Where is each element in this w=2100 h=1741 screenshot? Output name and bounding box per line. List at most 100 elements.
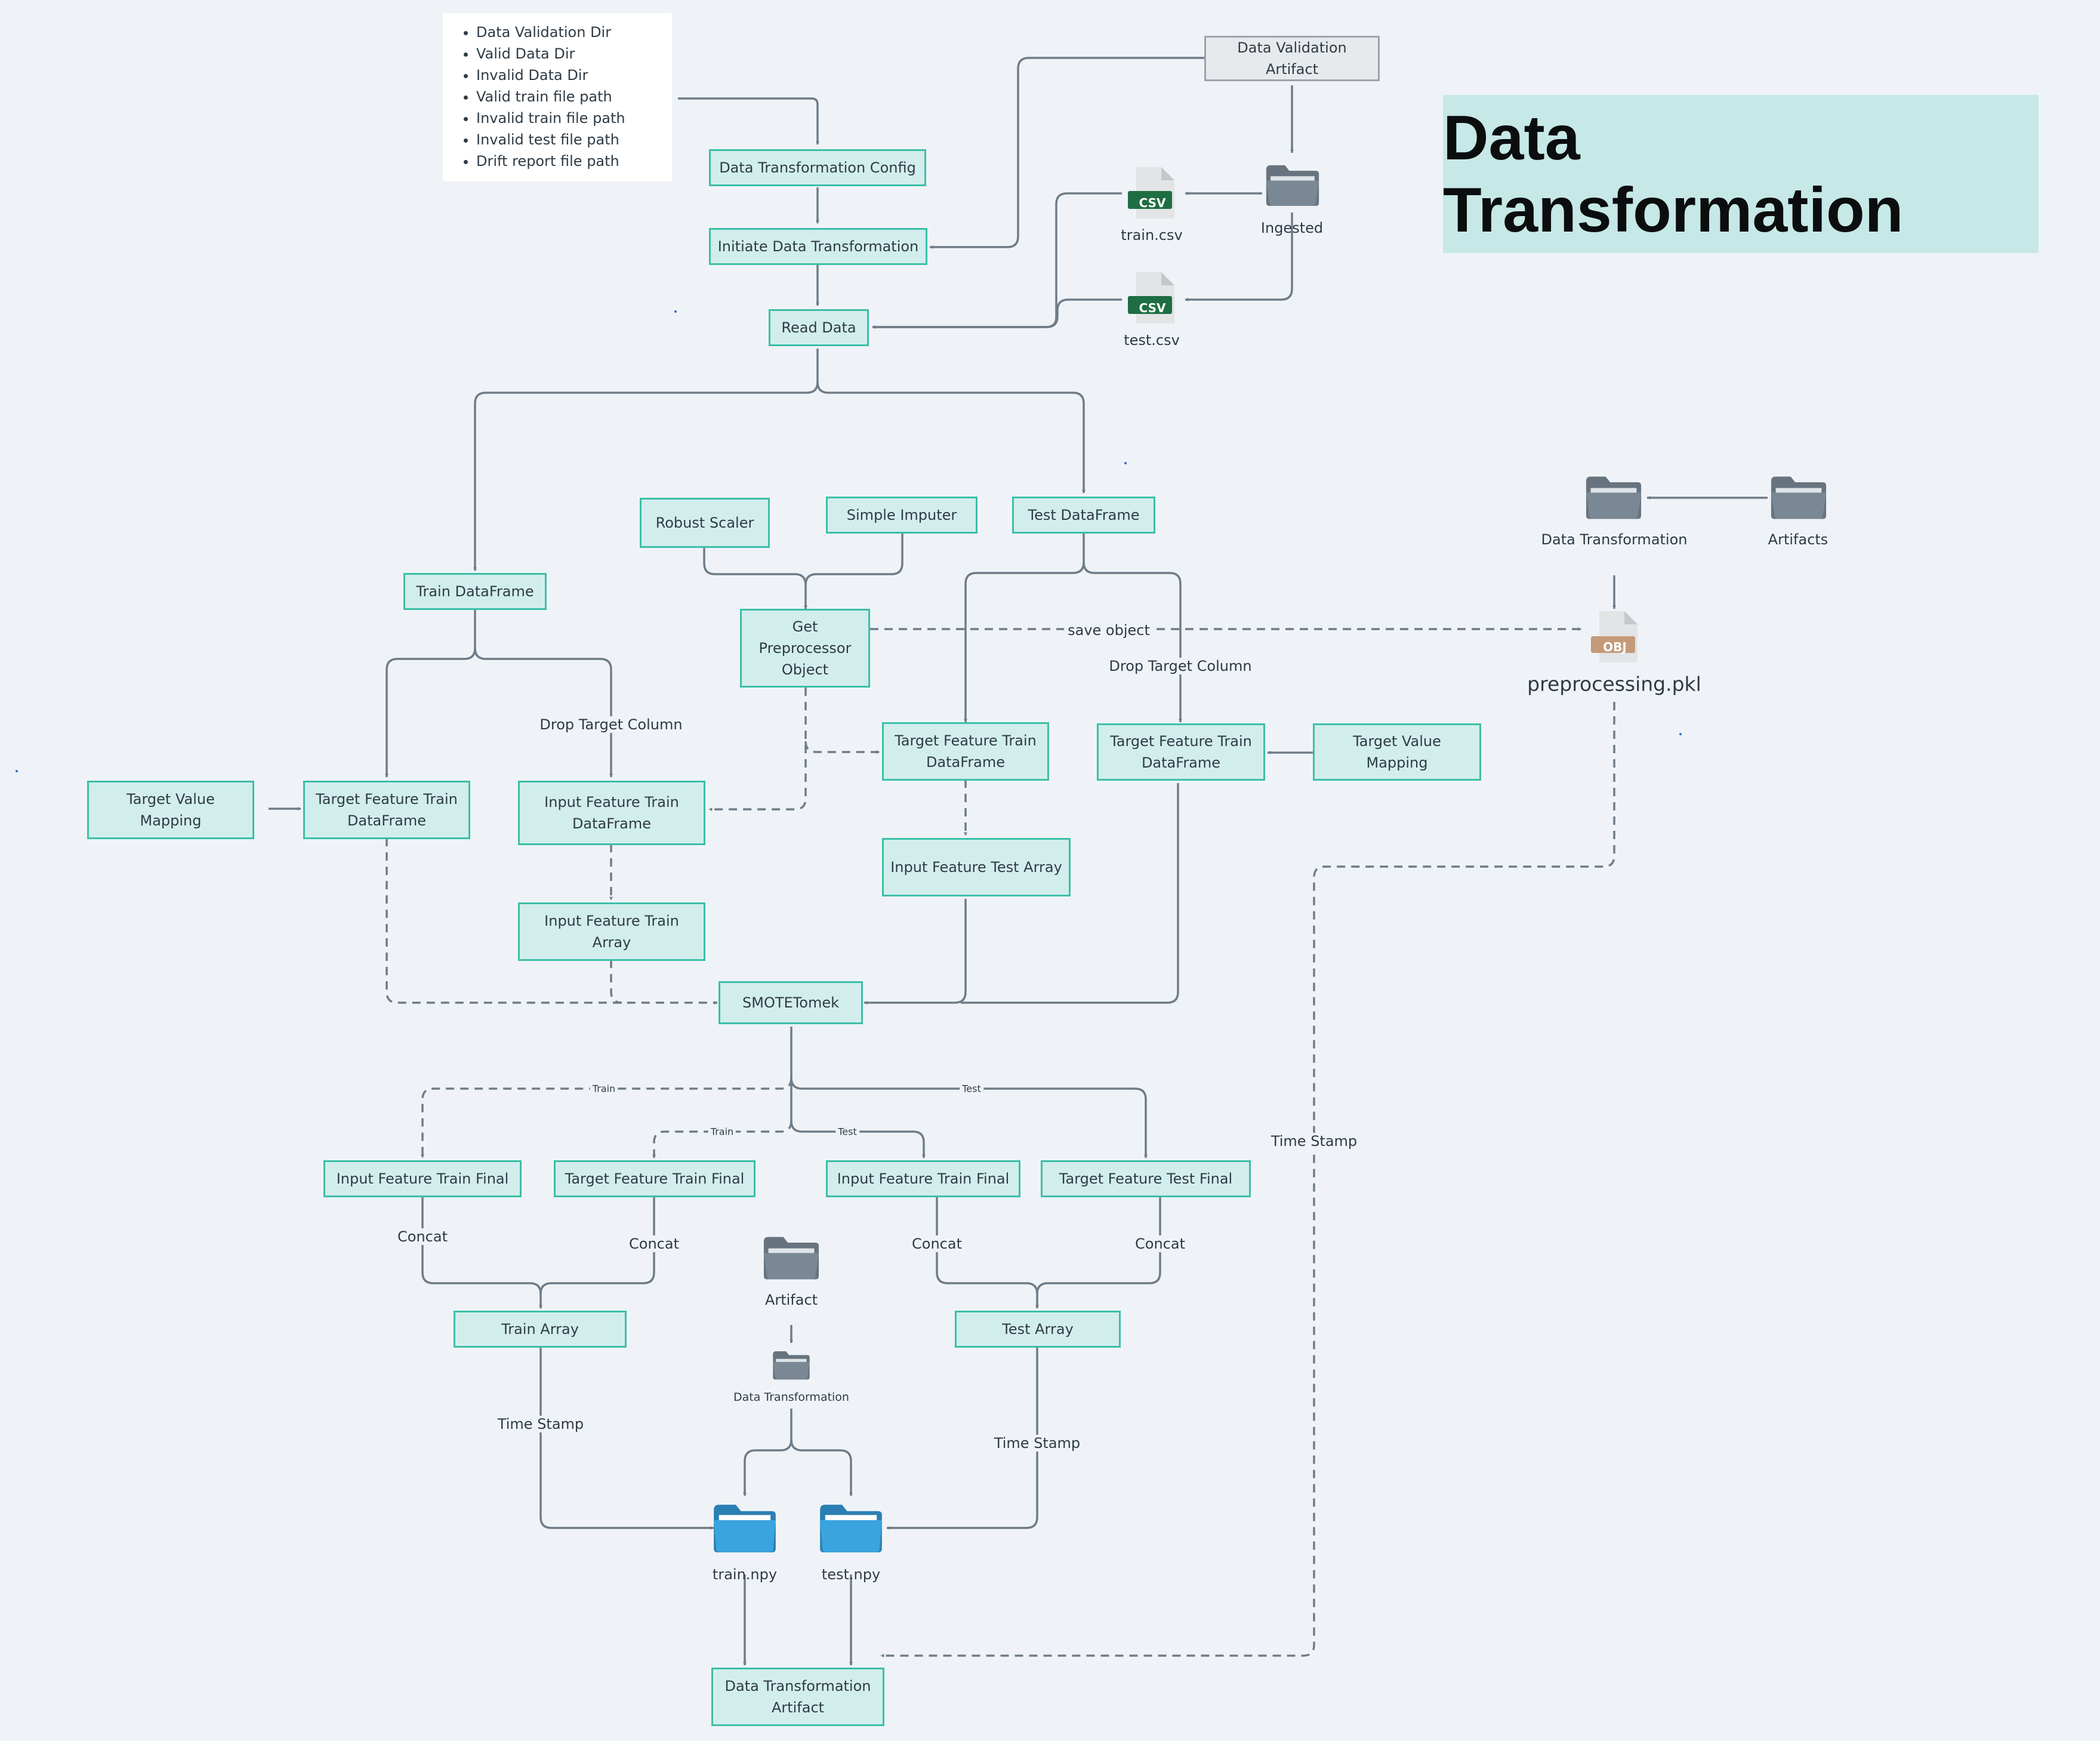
edge-input-train-array-to-smote xyxy=(610,960,622,1004)
config-list-item: Invalid Data Dir xyxy=(476,64,672,86)
data-transformation-folder-label: Data Transformation xyxy=(1541,531,1688,548)
test-csv-label: test.csv xyxy=(1124,332,1180,349)
edge-preprocessor-to-target-mid xyxy=(804,741,880,754)
data-transformation-folder-icon xyxy=(1585,472,1642,523)
node-data-validation-artifact[interactable]: Data Validation Artifact xyxy=(1204,36,1380,81)
node-train-array[interactable]: Train Array xyxy=(454,1311,627,1348)
edge-test-df-to-target-right xyxy=(1083,562,1182,723)
config-parameter-list: Data Validation DirValid Data DirInvalid… xyxy=(443,13,672,181)
obj-file-icon xyxy=(1591,610,1645,664)
artifacts-folder-label: Artifacts xyxy=(1768,531,1828,548)
data-transformation-small-folder-icon xyxy=(772,1348,810,1382)
edge-label-train-2: Train xyxy=(708,1126,736,1138)
node-initiate-data-transformation[interactable]: Initiate Data Transformation xyxy=(709,228,927,265)
edge-label-concat-4: Concat xyxy=(1131,1235,1189,1252)
edge-train-df-to-target-left xyxy=(385,609,476,778)
edge-smote-to-target-test-final xyxy=(790,1077,1148,1158)
edge-test-array-to-test-npy xyxy=(886,1348,1038,1530)
edge-target-right-to-smote xyxy=(961,783,1179,1004)
node-data-transformation-artifact[interactable]: Data Transformation Artifact xyxy=(711,1668,884,1726)
node-input-feature-train-array[interactable]: Input Feature Train Array xyxy=(518,902,705,961)
obj-badge: OBJ xyxy=(1603,640,1627,654)
artifact-folder-label: Artifact xyxy=(764,1292,818,1308)
test-npy-folder-icon xyxy=(819,1498,883,1558)
node-target-feature-test-final[interactable]: Target Feature Test Final xyxy=(1041,1160,1251,1197)
edge-label-time-stamp-right: Time Stamp xyxy=(1267,1133,1361,1150)
edge-input-final-1-to-train-array xyxy=(421,1196,542,1309)
edge-preprocessor-to-input-train xyxy=(708,688,807,811)
edge-label-drop-target-right: Drop Target Column xyxy=(1105,658,1256,674)
train-npy-folder-icon xyxy=(713,1498,777,1558)
edge-dva-to-initiate xyxy=(929,57,1204,249)
edge-target-test-final-to-test-array xyxy=(1036,1196,1161,1295)
edge-label-save-object: save object xyxy=(1064,622,1154,639)
edge-test-df-to-target-mid xyxy=(964,534,1085,723)
edge-smote-to-input-final-1 xyxy=(421,1077,792,1158)
edge-label-time-stamp-mid: Time Stamp xyxy=(990,1435,1084,1452)
edge-smote-to-input-final-2 xyxy=(790,1027,926,1158)
csv-badge-train: CSV xyxy=(1139,196,1166,210)
artifact-folder-icon xyxy=(763,1232,820,1283)
node-target-value-mapping-left[interactable]: Target Value Mapping xyxy=(87,781,254,839)
node-robust-scaler[interactable]: Robust Scaler xyxy=(640,498,770,548)
node-target-feature-train-df-left[interactable]: Target Feature Train DataFrame xyxy=(303,781,470,839)
config-list-item: Invalid test file path xyxy=(476,129,672,150)
stray-dot xyxy=(1679,733,1682,735)
edge-read-to-test-df xyxy=(816,381,1086,494)
edge-label-test-2: Test xyxy=(835,1126,859,1138)
node-simple-imputer[interactable]: Simple Imputer xyxy=(826,497,977,534)
edge-label-concat-3: Concat xyxy=(908,1235,966,1252)
node-test-array[interactable]: Test Array xyxy=(955,1311,1121,1348)
edge-input-test-array-to-smote xyxy=(864,899,967,1004)
node-read-data[interactable]: Read Data xyxy=(769,309,869,346)
node-target-feature-train-df-mid[interactable]: Target Feature Train DataFrame xyxy=(882,722,1049,781)
node-get-preprocessor-object[interactable]: Get Preprocessor Object xyxy=(740,609,870,688)
stray-dot xyxy=(1124,462,1127,464)
train-npy-label: train.npy xyxy=(712,1566,778,1583)
node-train-dataframe[interactable]: Train DataFrame xyxy=(403,573,547,610)
node-input-feature-train-df[interactable]: Input Feature Train DataFrame xyxy=(518,781,705,845)
artifacts-folder-icon xyxy=(1770,472,1827,523)
config-list-item: Data Validation Dir xyxy=(476,21,672,43)
test-npy-label: test.npy xyxy=(821,1566,881,1583)
edge-input-final-2-to-test-array xyxy=(936,1196,1039,1309)
csv-badge-test: CSV xyxy=(1139,301,1166,315)
edge-label-concat-1: Concat xyxy=(394,1228,451,1245)
edge-label-train-1: Train xyxy=(590,1083,618,1095)
edge-test-csv-to-read xyxy=(872,298,1122,329)
csv-file-icon xyxy=(1128,271,1182,325)
edge-smote-to-target-train-final xyxy=(652,1120,792,1158)
node-target-value-mapping-right[interactable]: Target Value Mapping xyxy=(1313,723,1481,781)
node-target-feature-train-final[interactable]: Target Feature Train Final xyxy=(554,1160,755,1197)
edge-label-concat-2: Concat xyxy=(625,1235,683,1252)
edge-label-drop-target-left: Drop Target Column xyxy=(536,716,686,733)
edge-target-final-to-train-array xyxy=(539,1196,655,1295)
data-transformation-small-label: Data Transformation xyxy=(733,1391,849,1404)
node-input-feature-test-array[interactable]: Input Feature Test Array xyxy=(882,838,1071,896)
config-list-item: Invalid train file path xyxy=(476,107,672,129)
config-list-item: Valid Data Dir xyxy=(476,43,672,64)
node-data-transformation-config[interactable]: Data Transformation Config xyxy=(709,149,926,186)
edge-target-left-to-smote xyxy=(386,838,718,1004)
edge-ingested-to-test-csv xyxy=(1185,212,1293,301)
node-smotetomek[interactable]: SMOTETomek xyxy=(718,981,863,1024)
node-input-feature-train-final-1[interactable]: Input Feature Train Final xyxy=(323,1160,522,1197)
edge-train-array-to-train-npy xyxy=(539,1348,714,1530)
node-test-dataframe[interactable]: Test DataFrame xyxy=(1012,497,1155,534)
edge-dt-small-to-test-npy xyxy=(790,1439,853,1496)
node-input-feature-train-final-2[interactable]: Input Feature Train Final xyxy=(826,1160,1020,1197)
edge-read-to-train-df xyxy=(473,349,819,571)
csv-file-icon xyxy=(1128,166,1182,220)
edge-config-list-to-config xyxy=(678,97,819,145)
edge-label-time-stamp-left: Time Stamp xyxy=(494,1416,588,1432)
edge-dt-small-to-train-npy xyxy=(743,1409,792,1496)
config-list-item: Valid train file path xyxy=(476,86,672,107)
stray-dot xyxy=(674,310,677,313)
ingested-label: Ingested xyxy=(1260,220,1324,236)
title-banner: Data Transformation xyxy=(1443,95,2039,253)
edge-robust-to-preprocessor xyxy=(703,547,807,609)
page-title: Data Transformation xyxy=(1443,102,1904,245)
edge-imputer-to-preprocessor xyxy=(804,534,903,586)
node-target-feature-train-df-right[interactable]: Target Feature Train DataFrame xyxy=(1097,723,1265,781)
